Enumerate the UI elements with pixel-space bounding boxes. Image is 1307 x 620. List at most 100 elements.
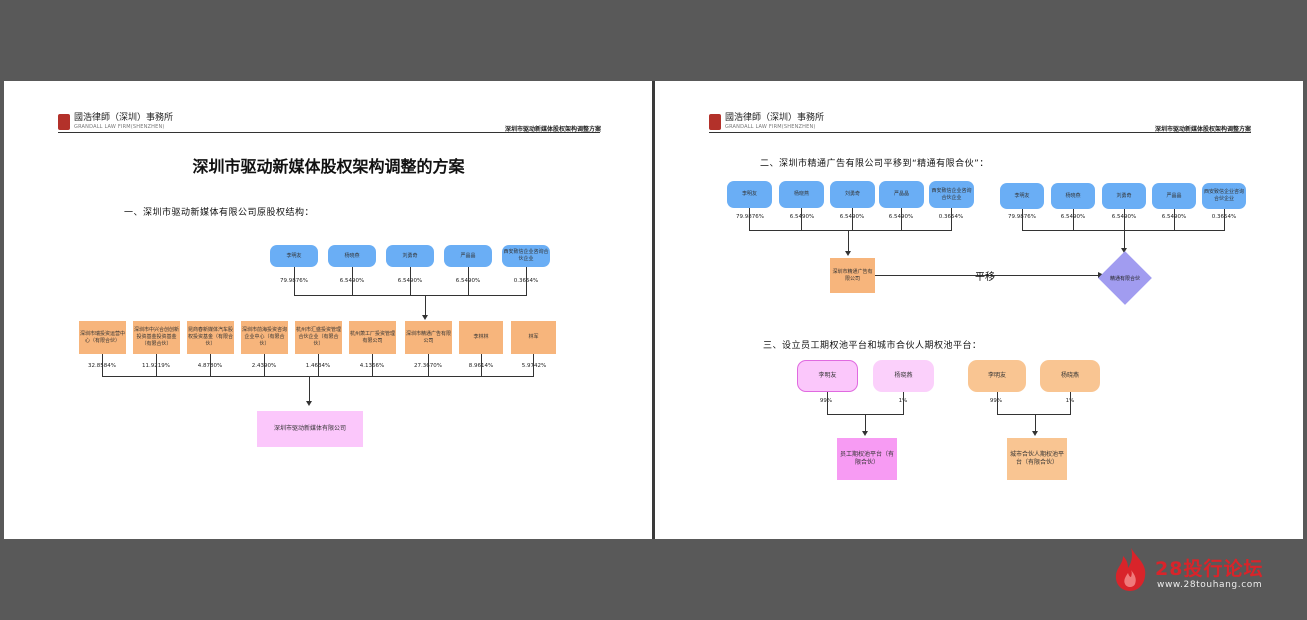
shareholder-box: 林军 [511, 321, 556, 354]
holder-box: 杨晓燕 [1051, 183, 1095, 209]
holder-box: 杨晓燕 [779, 181, 824, 208]
holder-box: 杨晓燕 [328, 245, 376, 267]
connector-line [156, 354, 157, 376]
connector-line [951, 208, 952, 230]
arrow-down-icon [1121, 248, 1127, 253]
connector-line [1174, 209, 1175, 230]
holder-pct: 6.5490% [332, 278, 372, 284]
connector-line [294, 295, 527, 296]
connector-line [425, 295, 426, 316]
pool-right-holder-a: 李明友 [968, 360, 1026, 392]
connector-line [481, 354, 482, 376]
shareholder-pct: 2.4390% [244, 363, 284, 369]
firm-name-en: GRANDALL LAW FIRM(SHENZHEN) [725, 124, 816, 130]
shareholder-box: 深圳市中兴合创创新投资基金投资基金（有限合伙） [133, 321, 180, 354]
header-rule [58, 132, 600, 133]
connector-line [210, 354, 211, 376]
pool-right-holder-b: 杨晓燕 [1040, 360, 1100, 392]
shareholder-pct: 5.9742% [514, 363, 554, 369]
connector-line [526, 267, 527, 295]
shareholder-pct: 1.4634% [298, 363, 338, 369]
target-company-box: 深圳市驱动新媒体有限公司 [257, 411, 363, 447]
arrow-down-icon [1032, 431, 1038, 436]
connector-line [372, 354, 373, 376]
connector-line [903, 392, 904, 414]
section-3-heading: 三、设立员工期权池平台和城市合伙人期权池平台： [763, 341, 982, 351]
connector-line [801, 208, 802, 230]
shareholder-pct: 32.8584% [82, 363, 122, 369]
document-page-1: 國浩律師（深圳）事務所 GRANDALL LAW FIRM(SHENZHEN) … [4, 81, 653, 539]
header-doc-ref: 深圳市驱动新媒体股权架构调整方案 [1154, 126, 1251, 133]
connector-line [533, 354, 534, 376]
connector-line [852, 208, 853, 230]
connector-line [1224, 209, 1225, 230]
connector-line [428, 354, 429, 376]
connector-line [1022, 230, 1225, 231]
firm-name-cn: 國浩律師（深圳）事務所 [74, 113, 174, 123]
holder-pct: 0.3654% [506, 278, 546, 284]
document-page-2: 國浩律師（深圳）事務所 GRANDALL LAW FIRM(SHENZHEN) … [655, 81, 1303, 539]
shareholder-box: 李林林 [459, 321, 503, 354]
flame-logo-icon [1115, 548, 1146, 591]
holder-box: 李明友 [727, 181, 772, 208]
holder-pct: 6.5490% [1154, 214, 1194, 220]
connector-line [318, 354, 319, 376]
shareholder-box: 昆商春新媒体汽车股权投资基金（有限合伙） [187, 321, 234, 354]
shareholder-pct: 4.1366% [352, 363, 392, 369]
holder-pct: 0.3654% [931, 214, 971, 220]
shareholder-box: 杭州萧工厂投资管理有限公司 [349, 321, 396, 354]
firm-logo: 國浩律師（深圳）事務所 GRANDALL LAW FIRM(SHENZHEN) [709, 114, 824, 130]
connector-line [827, 392, 828, 414]
watermark-url: www.28touhang.com [1157, 580, 1263, 590]
shareholder-pct: 4.8780% [190, 363, 230, 369]
holder-pct: 6.5490% [782, 214, 822, 220]
holder-pct: 6.5490% [832, 214, 872, 220]
seal-icon [709, 114, 721, 130]
arrow-down-icon [306, 401, 312, 406]
connector-line [875, 275, 1101, 276]
header-doc-ref: 深圳市驱动新媒体股权架构调整方案 [504, 126, 601, 133]
shareholder-box: 深圳市精通广告有限公司 [405, 321, 452, 354]
holder-box: 李明友 [270, 245, 318, 267]
left-company-box: 深圳市精通广告有限公司 [830, 258, 875, 293]
connector-line [352, 267, 353, 295]
section-2-heading: 二、深圳市精通广告有限公司平移到“精通有限合伙”： [760, 159, 989, 169]
holder-box: 西安致信企业咨询合伙企业 [929, 181, 974, 208]
connector-line [1124, 209, 1125, 230]
watermark-title: 28投行论坛 [1155, 558, 1264, 580]
shareholder-pct: 8.9614% [461, 363, 501, 369]
pool-left-holder-a: 李明友 [797, 360, 858, 392]
right-entity-label: 精通有限合伙 [1109, 276, 1140, 282]
city-partner-pool-entity: 城市合伙人期权池平台（有限合伙） [1007, 438, 1067, 480]
pool-right-pct-a: 99% [989, 398, 1003, 404]
connector-line [1073, 209, 1074, 230]
connector-line [901, 208, 902, 230]
shareholder-pct: 11.9219% [136, 363, 176, 369]
connector-line [309, 376, 310, 401]
firm-name-cn: 國浩律師（深圳）事務所 [725, 113, 825, 123]
connector-line [865, 414, 866, 432]
connector-line [1070, 392, 1071, 414]
holder-pct: 79.9876% [274, 278, 314, 284]
connector-line [749, 208, 750, 230]
firm-logo: 國浩律師（深圳）事務所 GRANDALL LAW FIRM(SHENZHEN) [58, 114, 173, 130]
shareholder-pct: 27.3670% [408, 363, 448, 369]
connector-line [1035, 414, 1036, 432]
holder-box: 西安致信企业咨询合伙企业 [1202, 183, 1246, 209]
holder-pct: 6.5490% [1053, 214, 1093, 220]
connector-line [848, 230, 849, 251]
holder-box: 严晶晶 [444, 245, 492, 267]
firm-name-en: GRANDALL LAW FIRM(SHENZHEN) [74, 124, 165, 130]
watermark: 28投行论坛 www.28touhang.com [1113, 546, 1283, 596]
shareholder-box: 深圳市前海投资咨询企业中心（有限合伙） [241, 321, 288, 354]
holder-pct: 6.5490% [390, 278, 430, 284]
holder-box: 刘勇奇 [830, 181, 875, 208]
connector-line [468, 267, 469, 295]
arrow-down-icon [422, 315, 428, 320]
holder-box: 严晶晶 [1152, 183, 1196, 209]
arrow-down-icon [862, 431, 868, 436]
employee-pool-entity: 员工期权池平台（有限合伙） [837, 438, 897, 480]
connector-line [749, 230, 952, 231]
holder-box: 刘勇奇 [1102, 183, 1146, 209]
seal-icon [58, 114, 70, 130]
